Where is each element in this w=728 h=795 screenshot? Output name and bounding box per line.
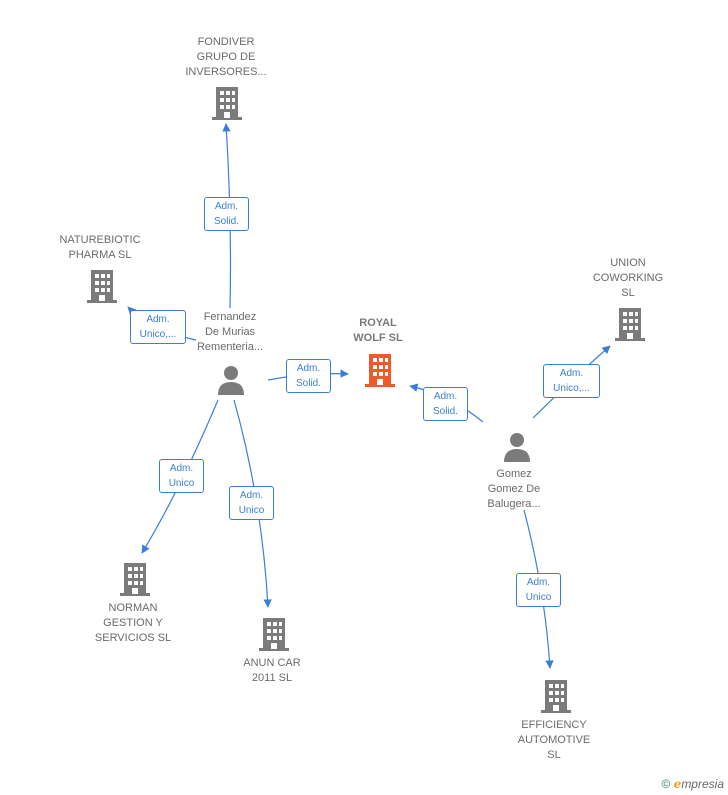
building-icon-main[interactable]: [364, 352, 396, 388]
building-icon[interactable]: [614, 306, 646, 342]
edge-label-gomez-royal[interactable]: Adm. Solid.: [423, 387, 468, 421]
building-icon[interactable]: [211, 85, 243, 121]
footer-brand: © empresia: [661, 777, 724, 791]
edge-label-fernandez-fondiver[interactable]: Adm. Solid.: [204, 197, 249, 231]
person-icon[interactable]: [216, 364, 246, 396]
node-label-fernandez[interactable]: Fernandez De Murias Rementeria...: [196, 311, 264, 353]
node-label-gomez[interactable]: Gomez Gomez De Balugera...: [487, 468, 541, 510]
node-label-efficiency[interactable]: EFFICIENCY AUTOMOTIVE SL: [517, 719, 591, 761]
edge-label-fernandez-anun[interactable]: Adm. Unico: [229, 486, 274, 520]
brand-logo-e: e: [673, 777, 682, 791]
node-label-norman[interactable]: NORMAN GESTION Y SERVICIOS SL: [94, 602, 172, 644]
brand-logo-text: mpresia: [681, 777, 724, 791]
node-label-anun[interactable]: ANUN CAR 2011 SL: [243, 657, 301, 684]
copyright-icon: ©: [661, 777, 671, 791]
node-label-fondiver[interactable]: FONDIVER GRUPO DE INVERSORES...: [185, 36, 267, 78]
edge-label-fernandez-royal[interactable]: Adm. Solid.: [286, 359, 331, 393]
edge-label-gomez-union[interactable]: Adm. Unico,...: [543, 364, 600, 398]
node-label-union[interactable]: UNION COWORKING SL: [592, 257, 664, 299]
building-icon[interactable]: [258, 616, 290, 652]
building-icon[interactable]: [86, 268, 118, 304]
edge-label-fernandez-norman[interactable]: Adm. Unico: [159, 459, 204, 493]
building-icon[interactable]: [540, 678, 572, 714]
person-icon[interactable]: [502, 431, 532, 463]
node-label-royal[interactable]: ROYAL WOLF SL: [353, 317, 403, 344]
edge-label-fernandez-naturebiotic[interactable]: Adm. Unico,...: [130, 310, 186, 344]
building-icon[interactable]: [119, 561, 151, 597]
edge-label-gomez-efficiency[interactable]: Adm. Unico: [516, 573, 561, 607]
node-label-naturebiotic[interactable]: NATUREBIOTIC PHARMA SL: [59, 234, 141, 261]
